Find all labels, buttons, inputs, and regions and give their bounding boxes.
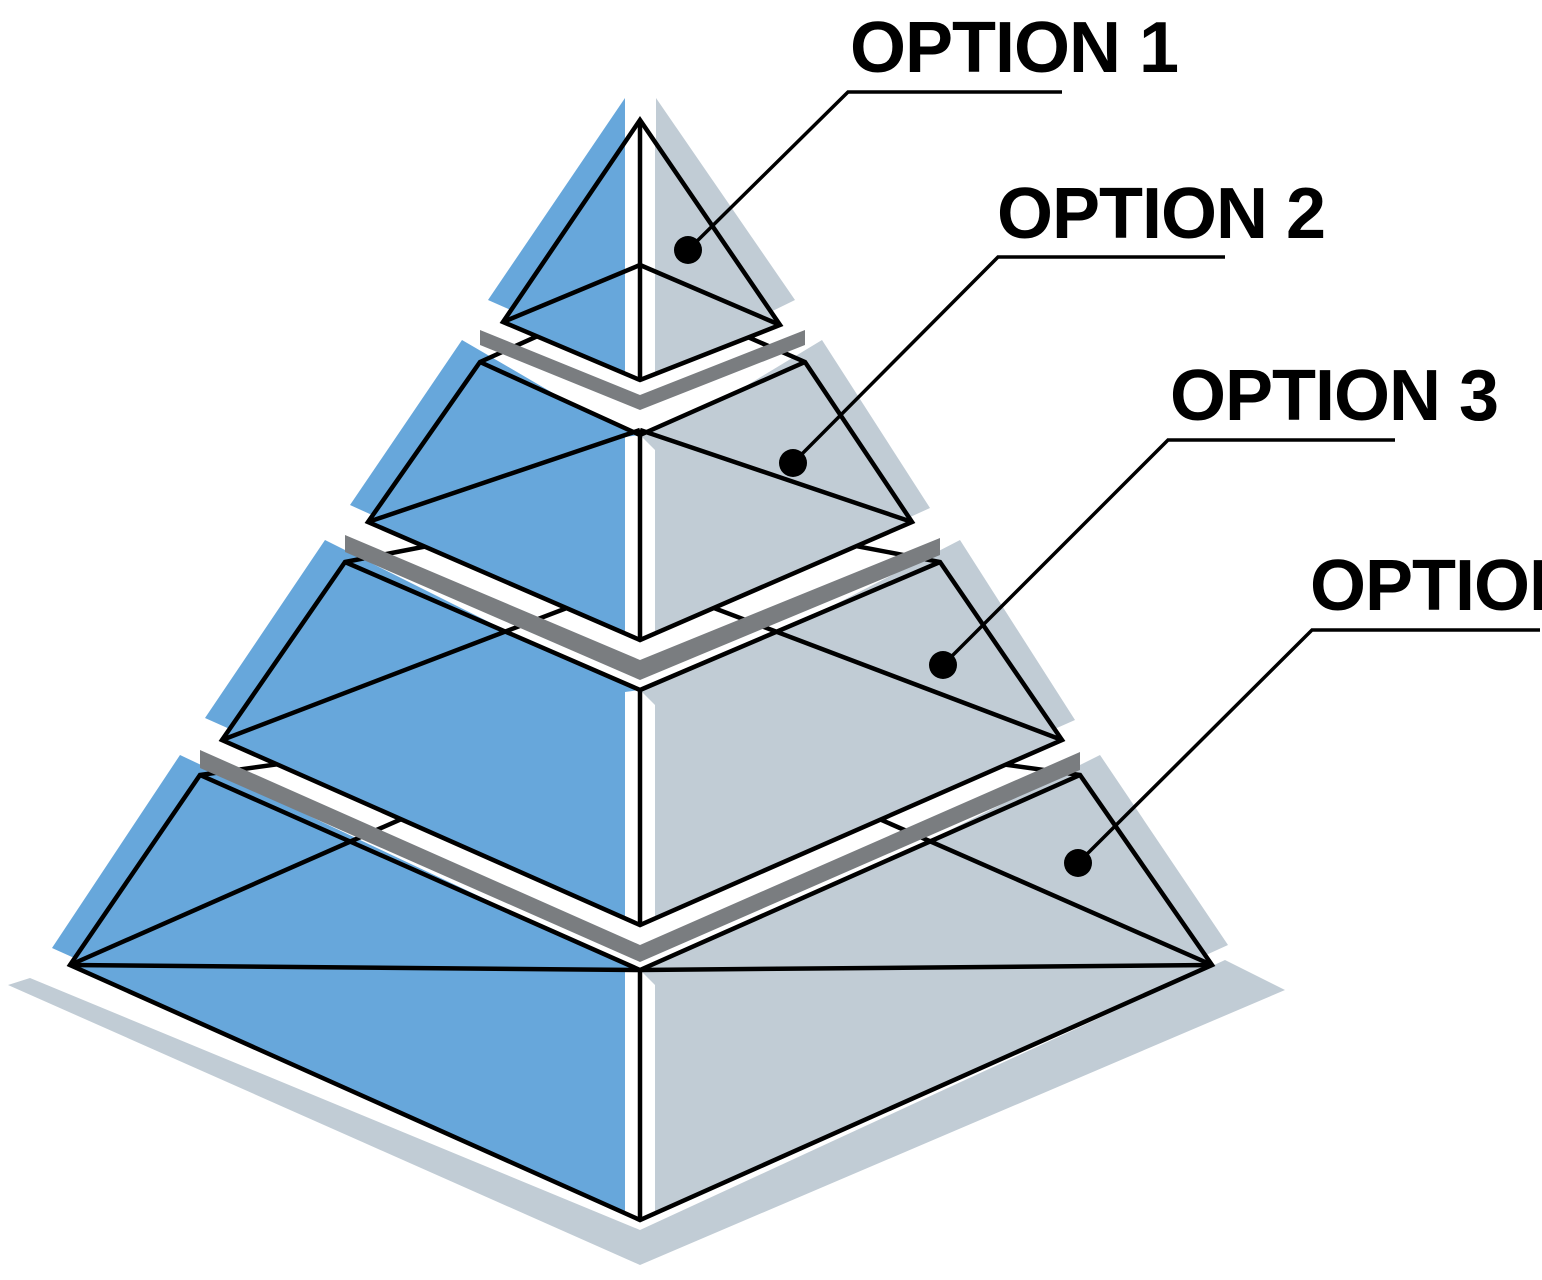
- option-3-callout: OPTION 3: [929, 356, 1499, 679]
- tier-2: [350, 287, 930, 643]
- option-2-leader: [791, 255, 1225, 465]
- tier-1: [488, 98, 795, 383]
- option-2-label: OPTION 2: [997, 174, 1325, 254]
- option-1-leader: [686, 90, 1062, 252]
- option-4-leader: [1076, 628, 1540, 865]
- option-3-leader: [941, 438, 1395, 667]
- option-4-callout: OPTION 4: [1064, 546, 1542, 877]
- tier-4: [52, 711, 1228, 1223]
- option-4-label: OPTION 4: [1310, 546, 1542, 626]
- option-3-label: OPTION 3: [1170, 356, 1498, 436]
- gap-shadow-1-2: [480, 330, 805, 410]
- option-2-callout: OPTION 2: [779, 174, 1326, 477]
- option-1-callout: OPTION 1: [674, 8, 1179, 264]
- option-1-label: OPTION 1: [850, 8, 1178, 88]
